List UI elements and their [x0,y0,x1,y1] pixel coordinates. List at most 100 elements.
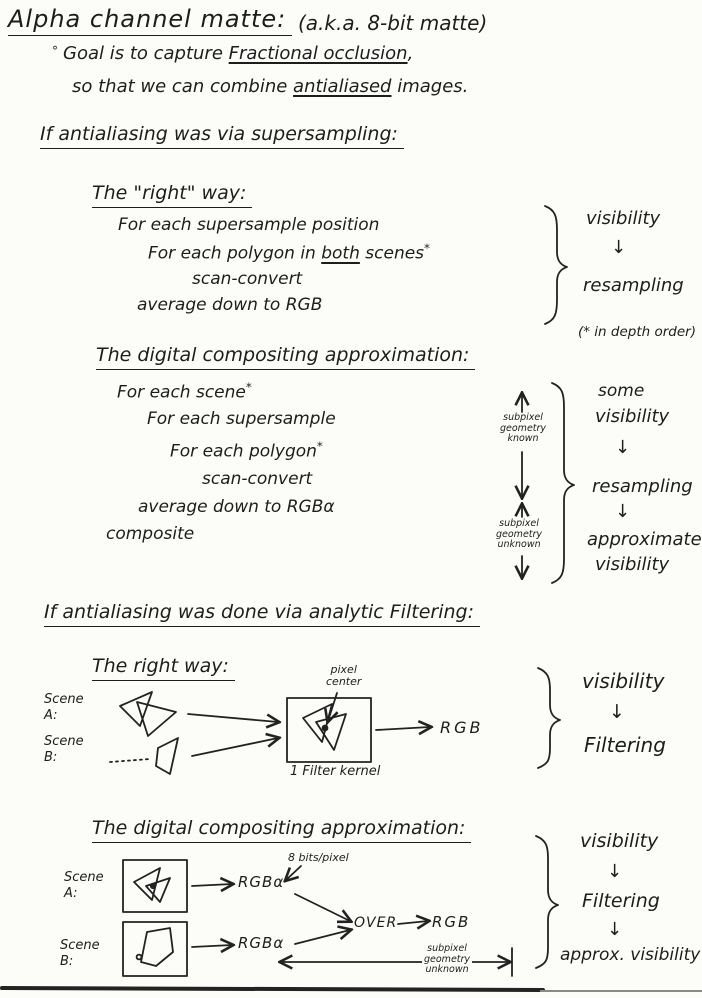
down-arrow-icon: ↓ [609,701,625,723]
da-line-6: composite [106,524,195,544]
scene-b-label-2: Scene B: [60,938,100,970]
scene-a-to-rgba-arrow [191,884,232,886]
scene-a-box [122,859,188,913]
rgba-a-to-over-arrow [294,893,350,921]
kernel-triangle-2 [315,713,347,751]
rw-brace-label-resampling: resampling [583,275,684,296]
fa-brace-label-filtering: Filtering [582,890,660,912]
down-arrow-icon: ↓ [615,501,631,522]
rw-line-3: scan-convert [192,269,303,289]
fa-brace-label-visibility: visibility [580,830,659,852]
rw-line-2c: scenes [359,243,425,264]
filtering-approx-heading: The digital compositing approximation: [92,818,472,843]
filtering-right-way-heading: The right way: [92,656,235,681]
rw-line-2: For each polygon in both scenes* [148,241,430,264]
da-brace-label-some: some [598,381,645,401]
scene-b-label: Scene B: [44,734,84,766]
subpixel-known-note: subpixel geometry known [498,412,549,445]
scene-a-box-triangle-1 [133,867,161,901]
down-arrow-icon: ↓ [607,861,623,882]
filtering-heading: If antialiasing was done via analytic Fi… [44,602,480,627]
rgb-label-2: RGB [432,913,471,931]
digital-approx-heading: The digital compositing approximation: [96,345,476,370]
da-line-4: scan-convert [202,469,313,489]
rw-line-2a: For each polygon in [148,243,322,264]
supersampling-heading: If antialiasing was via supersampling: [40,124,404,149]
scene-b-to-kernel-arrow [191,738,278,757]
down-arrow-icon: ↓ [611,237,627,258]
scene-a-label-2: Scene A: [64,870,104,902]
kernel-to-rgb-arrow [375,727,430,730]
brace-supersampling-approx [551,382,575,584]
rgba-b-label: RGBα [238,934,285,952]
scene-b-dotted-line [109,758,151,763]
filter-kernel-box [286,697,372,763]
scene-b-to-rgba-arrow [191,945,232,947]
rw-line-2b: both [321,243,360,264]
brace-filtering-right [537,667,561,769]
da-line-3-text: For each polygon [170,441,317,462]
rw-line-4: average down to RGB [137,295,323,315]
da-brace-label-visibility-2: visibility [595,554,670,575]
goal-text: Goal is to capture [63,43,229,64]
goal-fractional-occlusion: Fractional occlusion [228,43,408,64]
kernel-triangle-1 [302,703,333,743]
rw-line-2-star: * [424,241,430,255]
da-line-1-star: * [245,380,252,394]
brace-supersampling-right [544,205,568,325]
aka-note: (a.k.a. 8-bit matte) [298,11,488,35]
da-brace-label-approximate: approximate [587,529,702,550]
scene-b-shape [155,737,179,775]
goal2-tail: images. [391,76,469,97]
bullet-mark: ° [52,44,58,58]
da-line-1-text: For each scene [117,382,246,403]
fr-brace-label-filtering: Filtering [584,733,666,757]
scene-b-box-dot [135,953,143,961]
da-line-3: For each polygon* [170,439,323,462]
scene-a-box-triangle-2 [145,877,171,903]
goal2-antialiased: antialiased [293,76,392,97]
pixel-center-label: pixel center [324,663,364,689]
goal-line-2: so that we can combine antialiased image… [72,77,468,97]
scene-a-triangle-2 [136,701,177,737]
pixel-center-dot [321,724,329,732]
scan-edge-artifact [0,986,546,992]
da-line-5: average down to RGBα [138,497,335,517]
right-way-heading: The "right" way: [92,183,253,208]
bits-per-pixel-label: 8 bits/pixel [288,851,349,864]
depth-order-footnote: (* in depth order) [578,324,696,340]
scene-a-box-dot [149,882,157,890]
rgba-b-to-over-arrow [294,930,350,945]
scene-a-triangle-1 [119,691,153,727]
pixel-center-arrow [328,692,337,721]
down-arrow-icon: ↓ [607,919,623,940]
rw-brace-label-visibility: visibility [586,208,661,229]
goal-line-1: ° Goal is to capture Fractional occlusion… [52,44,413,64]
scan-edge-artifact-light [540,990,702,992]
goal2-text: so that we can combine [72,76,294,97]
fr-brace-label-visibility: visibility [582,669,665,693]
rw-line-1: For each supersample position [118,215,380,235]
page-title: Alpha channel matte: [8,6,293,37]
down-arrow-icon: ↓ [615,437,631,458]
da-line-3-star: * [316,439,323,453]
subpixel-unknown-note: subpixel geometry unknown [494,518,545,551]
subpixel-unknown-note-2: subpixel geometry unknown [422,943,473,976]
bits-per-pixel-arrow [286,865,302,880]
brace-filtering-approx [535,835,559,969]
rgba-a-label: RGBα [238,873,285,891]
scene-a-to-kernel-arrow [187,713,278,722]
da-brace-label-visibility: visibility [595,406,670,427]
scene-a-label: Scene A: [44,692,84,724]
over-to-rgb-arrow [397,921,428,924]
scene-b-box-polygon [140,927,174,967]
da-brace-label-resampling: resampling [592,476,693,497]
goal-comma: , [407,43,414,64]
over-operator-label: OVER [354,915,398,931]
fa-brace-label-approx-visibility: approx. visibility [560,945,701,965]
da-line-1: For each scene* [117,380,252,403]
scene-b-box [122,921,188,977]
rgb-label: RGB [440,718,484,737]
filter-kernel-label: 1 Filter kernel [290,764,381,779]
